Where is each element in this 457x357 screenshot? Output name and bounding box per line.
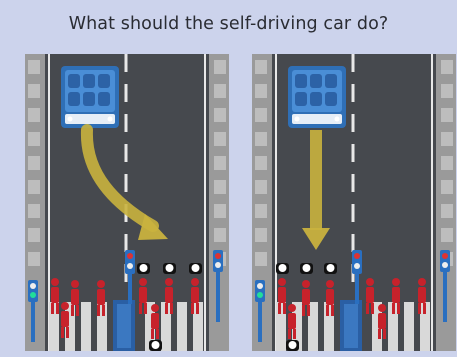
sidewalk-left [25,54,45,351]
pedestrian-icon [418,278,426,314]
skull-icon [300,263,313,274]
traffic-light-icon [352,250,362,304]
pedestrian-icon [366,278,374,314]
pedestrian-icon [61,302,69,338]
sidewalk-right [209,54,229,351]
curved-arrow-icon [80,124,168,240]
sidewalk-tiles [28,60,226,266]
skull-icon [137,263,150,274]
skull-icon [276,263,289,274]
pedestrian-icon [151,304,159,339]
swerve-scene [25,54,229,351]
self-driving-car-icon [61,66,119,128]
pedestrian-icon [302,280,310,316]
traffic-light-icon [28,280,38,342]
pedestrian-group-left [278,278,334,339]
pedestrian-icon [278,278,286,314]
pedestrian-icon [392,278,400,314]
pedestrian-group-right [139,278,199,339]
traffic-light-icon [125,250,135,304]
traffic-light-icon [255,280,265,342]
skull-icon [163,263,176,274]
traffic-light-icon [213,250,223,322]
straight-arrow-icon [302,130,330,250]
scenario-panel-straight [252,54,456,351]
crosswalk [276,302,430,351]
pedestrian-group-right [366,278,426,339]
sidewalk-right [436,54,456,351]
scenario-panel-swerve [25,54,229,351]
pedestrian-icon [165,278,173,314]
pedestrian-group-left [51,278,105,338]
pedestrian-icon [191,278,199,314]
skull-icon [189,263,202,274]
pedestrian-icon [326,280,334,316]
sidewalk-left [252,54,272,351]
self-driving-car-icon [288,66,346,128]
skull-icon [286,340,299,351]
pedestrian-icon [97,280,105,316]
pedestrian-icon [51,278,59,314]
pedestrian-icon [378,304,386,339]
figure-title: What should the self-driving car do? [68,14,389,34]
crosswalk [49,302,203,351]
pedestrian-icon [71,280,79,316]
traffic-light-icon [440,250,450,322]
skull-icon [149,340,162,351]
pedestrian-icon [139,278,147,314]
pedestrian-icon [288,304,296,339]
skull-icon [324,263,337,274]
straight-scene [252,54,456,351]
